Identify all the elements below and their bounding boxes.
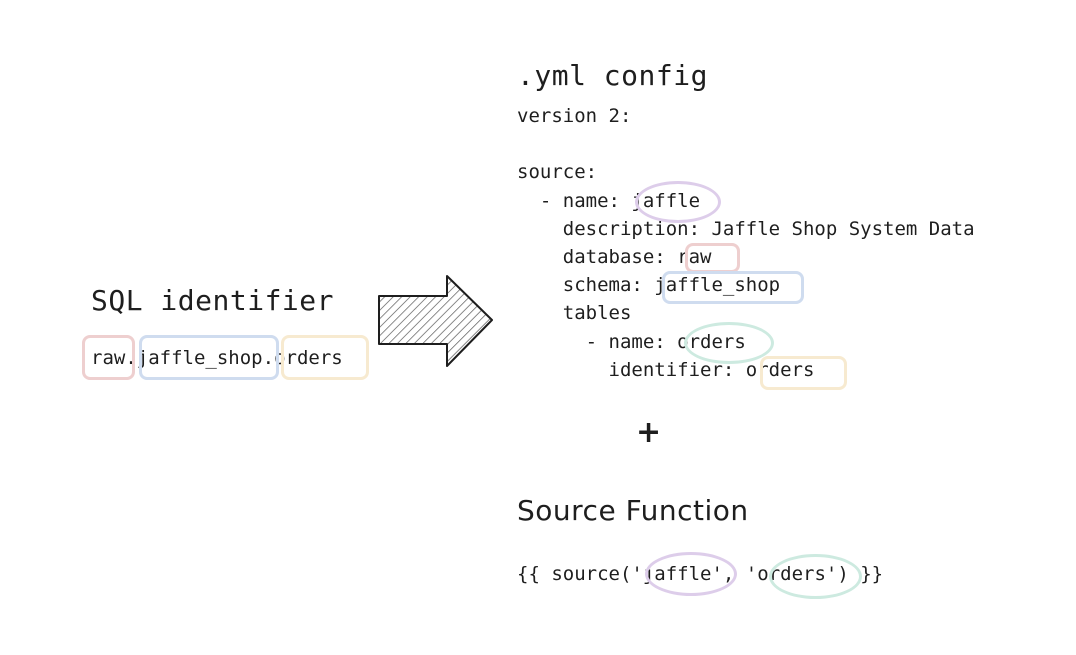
function-source-arg-highlight xyxy=(645,552,737,596)
yml-database-highlight-box xyxy=(685,243,740,273)
sql-part-schema: jaffle_shop xyxy=(136,347,263,369)
yml-identifier-highlight-box xyxy=(760,356,847,390)
yml-table-name-key: - name: xyxy=(517,331,678,353)
sql-identifier-heading: SQL identifier xyxy=(91,284,335,317)
sql-dot: . xyxy=(125,347,137,369)
yml-schema-key: schema: xyxy=(517,274,655,296)
yml-name-key: - name: xyxy=(517,190,632,212)
table-name-highlight xyxy=(684,322,774,364)
source-function-heading: Source Function xyxy=(517,494,749,527)
plus-sign: + xyxy=(636,415,662,450)
yml-database-key: database: xyxy=(517,246,678,268)
yml-line-source: source: xyxy=(517,161,598,183)
source-name-highlight xyxy=(635,181,721,223)
yml-line-version: version 2: xyxy=(517,105,632,127)
sql-dot: . xyxy=(262,347,275,369)
right-arrow-icon xyxy=(378,275,493,367)
yml-config-heading: .yml config xyxy=(517,59,708,92)
yml-line-database: database: raw xyxy=(517,246,712,268)
sql-identifier-line: raw.jaffle_shop.orders xyxy=(91,347,343,369)
yml-line-schema: schema: jaffle_shop xyxy=(517,274,780,296)
function-table-arg-highlight xyxy=(769,554,862,599)
sql-part-table: orders xyxy=(274,347,343,369)
yml-line-tables: tables xyxy=(517,302,632,324)
yml-identifier-key: identifier: xyxy=(517,359,746,381)
yml-schema-value: jaffle_shop xyxy=(654,274,781,296)
schema-highlight-box xyxy=(139,335,279,380)
table-highlight-box xyxy=(281,335,369,380)
yml-schema-highlight-box xyxy=(662,271,804,304)
yml-line-description: description: Jaffle Shop System Data xyxy=(517,218,975,240)
sql-part-database: raw xyxy=(91,347,126,369)
database-highlight-box xyxy=(82,335,135,380)
function-prefix: {{ source(' xyxy=(517,563,643,585)
